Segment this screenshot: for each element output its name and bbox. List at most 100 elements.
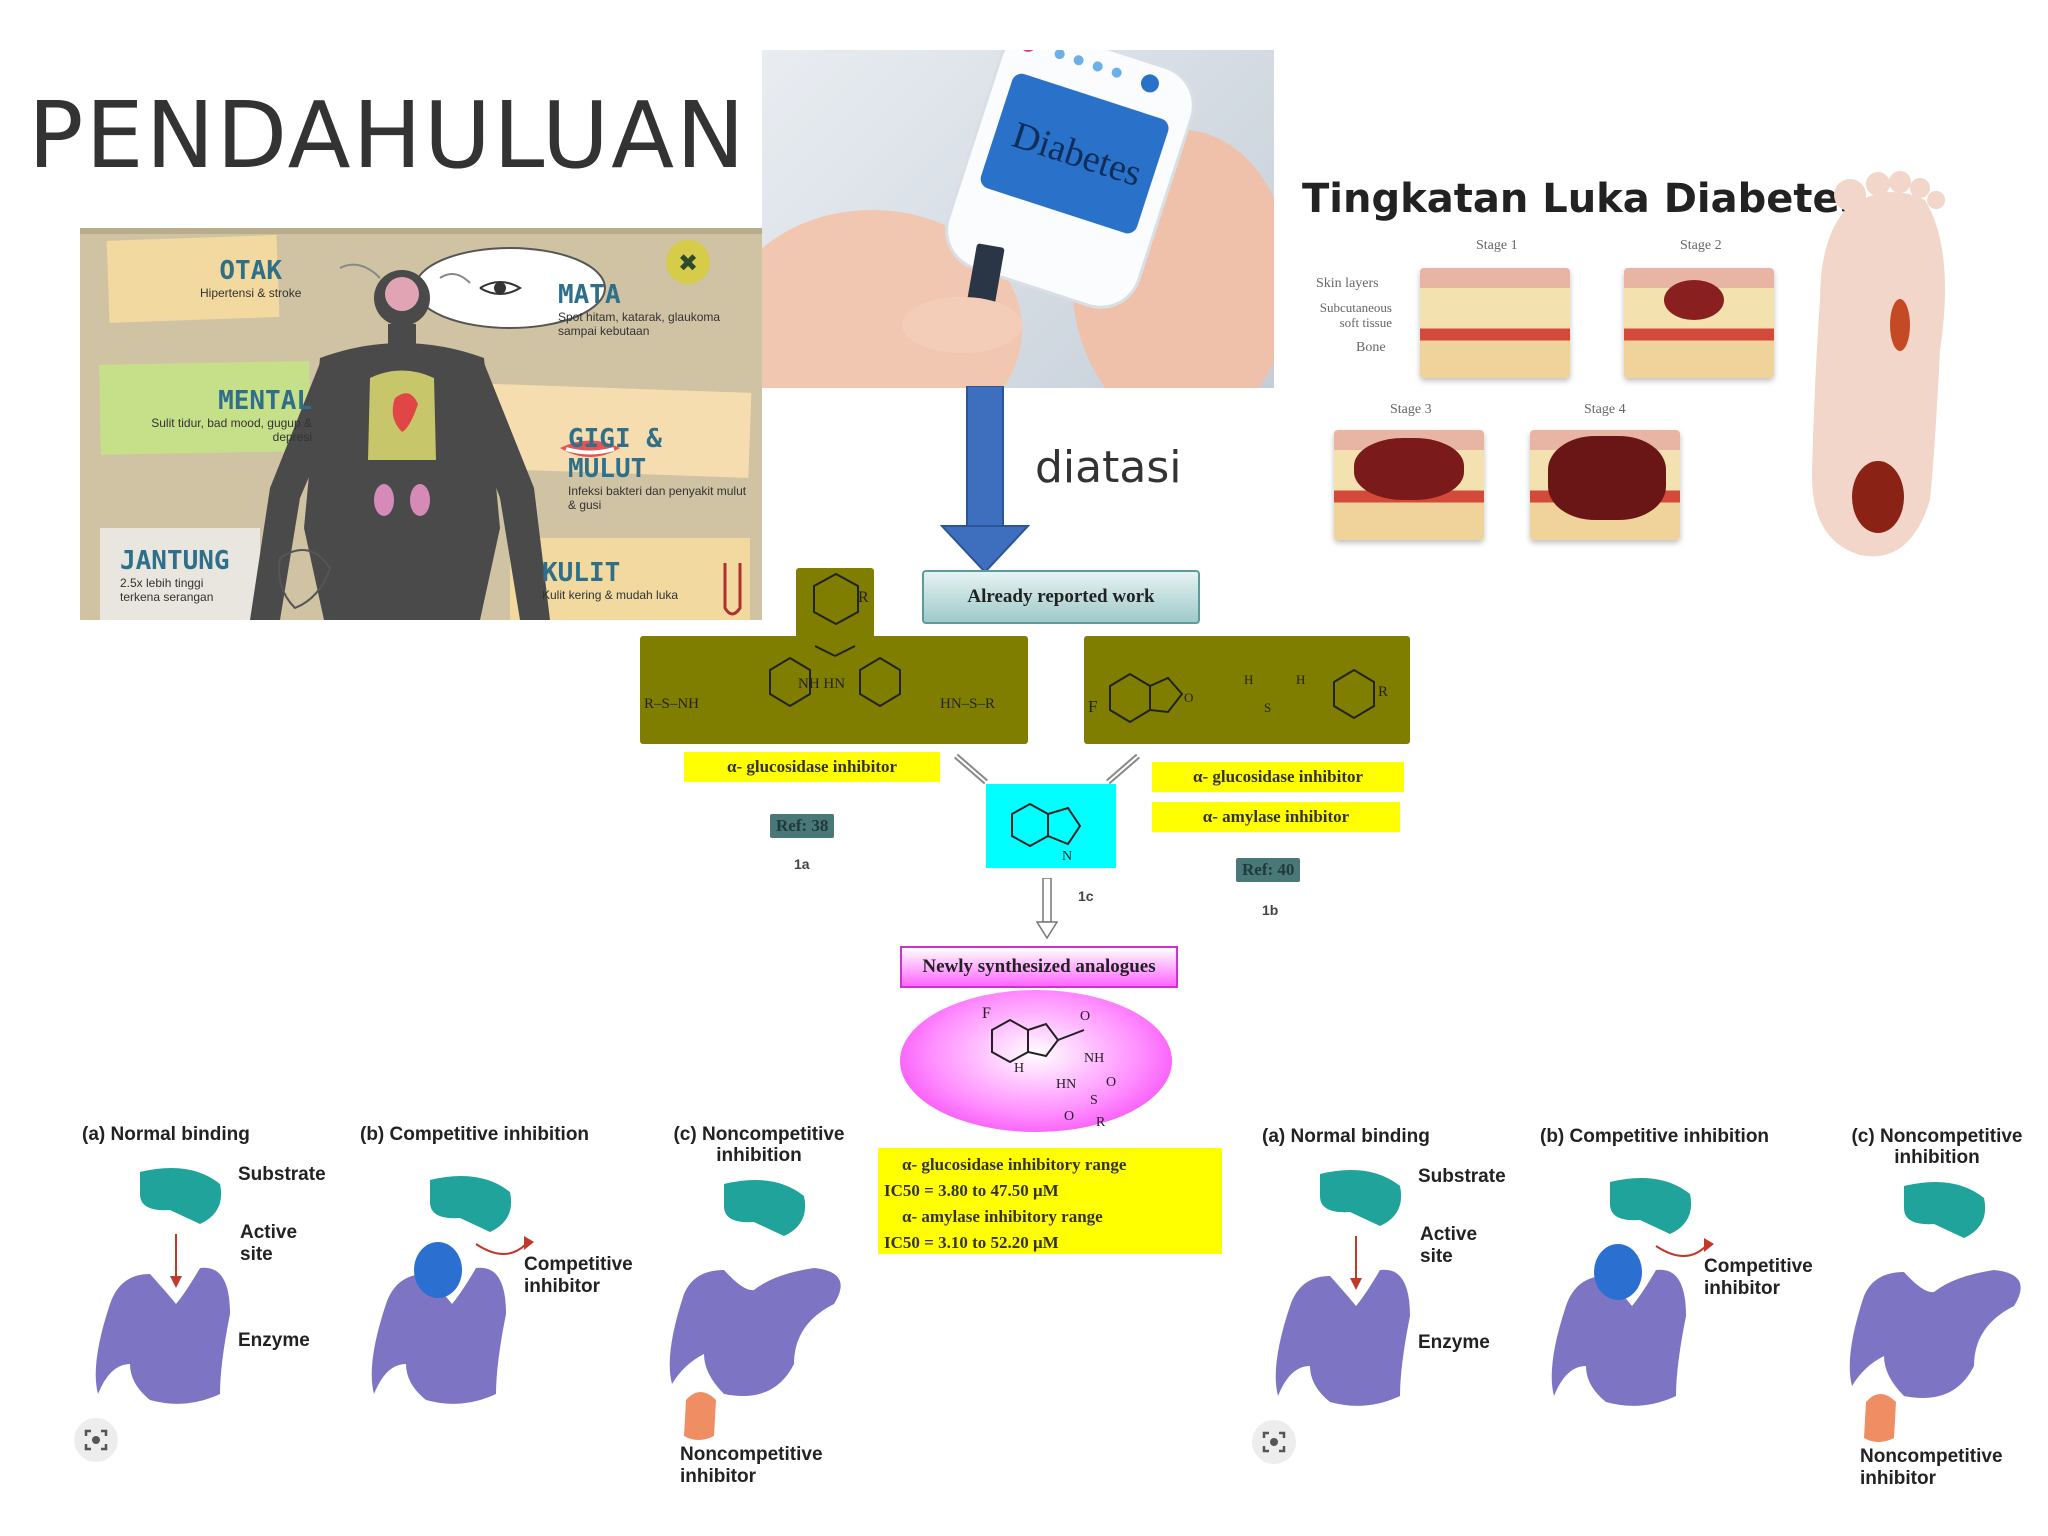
glucose-meter-photo: Diabetes [762, 50, 1274, 388]
wound-stage-1-illustration [1420, 268, 1570, 378]
image-search-button[interactable] [1252, 1420, 1296, 1464]
compound-1c-label: 1c [1078, 888, 1094, 904]
down-open-arrow-icon [1036, 878, 1058, 940]
human-silhouette-illustration: ✖ [80, 228, 762, 620]
slide-title: PENDAHULUAN [28, 82, 747, 189]
normal-binding-illustration [1275, 1170, 1410, 1406]
organ-desc: 2.5x lebih tinggi terkena serangan [120, 576, 214, 604]
panel-b-title: (b) Competitive inhibition [360, 1124, 590, 1145]
phenyl-ring-box: R [796, 568, 874, 638]
stage-label: Stage 1 [1476, 238, 1518, 253]
struct-label: R [1096, 1115, 1106, 1130]
substrate-label: Substrate [238, 1164, 326, 1185]
organ-name: GIGI & MULUT [568, 424, 662, 484]
wound-stages-title: Tingkatan Luka Diabetes [1302, 176, 1864, 222]
struct-label: O [1064, 1109, 1074, 1124]
struct-label: R–S–NH [644, 696, 699, 712]
struct-label: N [1062, 849, 1072, 864]
down-arrow-icon [940, 386, 1030, 574]
lens-icon [84, 1429, 108, 1451]
panel-a-title: (a) Normal binding [82, 1124, 250, 1145]
struct-label: O [1106, 1075, 1116, 1090]
layer-label: Bone [1356, 340, 1386, 355]
competitive-inhibitor-label: Competitive inhibitor [524, 1254, 633, 1297]
struct-label: HN [1056, 1077, 1076, 1092]
compound-1a-label: 1a [794, 856, 810, 872]
normal-binding-illustration [95, 1168, 230, 1404]
enzyme-label: Enzyme [1418, 1332, 1490, 1353]
enzyme-label: Enzyme [238, 1330, 310, 1351]
left-activity-label: α- glucosidase inhibitor [684, 752, 940, 782]
foot-ulcer-illustration [1811, 171, 1945, 557]
struct-label: S [1264, 700, 1271, 715]
bis-indole-structure: NH HN R–S–NH HN–S–R [640, 636, 1028, 744]
left-ref-badge: Ref: 38 [770, 814, 835, 838]
organ-tag-kulit: KULIT Kulit kering & mudah luka [542, 558, 712, 602]
noncompetitive-inhibitor-label: Noncompetitive inhibitor [1860, 1446, 2003, 1489]
panel-a-title: (a) Normal binding [1262, 1126, 1430, 1147]
organ-tag-otak: OTAK Hipertensi & stroke [200, 256, 301, 300]
new-analogues-header: Newly synthesized analogues [900, 946, 1178, 988]
range2-value: IC50 = 3.10 to 52.20 μM [884, 1233, 1059, 1252]
organ-desc: Hipertensi & stroke [200, 286, 302, 300]
struct-label: H [1244, 672, 1253, 687]
organ-name: JANTUNG [120, 546, 230, 576]
organ-name: MENTAL [218, 386, 312, 416]
inhibitory-range-box: α- glucosidase inhibitory range IC50 = 3… [878, 1148, 1222, 1254]
noncompetitive-inhibition-illustration [669, 1180, 841, 1440]
organ-tag-mental: MENTAL Sulit tidur, bad mood, gugup & de… [132, 386, 312, 444]
wound-stage-2-illustration [1624, 268, 1774, 378]
organ-name: KULIT [542, 558, 621, 588]
indole-core-box: N [986, 784, 1116, 868]
struct-label: R [1378, 684, 1388, 700]
range1-title: α- glucosidase inhibitory range [902, 1155, 1127, 1174]
organ-tag-mata: MATA Spot hitam, katarak, glaukoma sampa… [558, 280, 758, 338]
struct-label: O [1080, 1009, 1090, 1024]
competitive-inhibition-illustration [371, 1176, 534, 1404]
organ-desc: Kulit kering & mudah luka [542, 588, 679, 602]
struct-label: S [1090, 1093, 1098, 1108]
competitive-inhibitor-label: Competitive inhibitor [1704, 1256, 1813, 1299]
stage-label: Stage 2 [1680, 238, 1722, 253]
active-site-label: Active site [240, 1222, 298, 1265]
organ-desc: Spot hitam, katarak, glaukoma sampai keb… [558, 310, 721, 338]
struct-label: R [858, 589, 869, 606]
organ-tag-gigi-mulut: GIGI & MULUT Infeksi bakteri dan penyaki… [568, 424, 748, 512]
active-site-label: Active site [1420, 1224, 1478, 1267]
panel-c-title: (c) Noncompetitive inhibition [1851, 1126, 2023, 1168]
struct-label: H [1296, 672, 1305, 687]
close-icon: ✖ [678, 249, 698, 277]
already-reported-header: Already reported work [922, 570, 1200, 624]
open-arrows-icon [954, 753, 1140, 785]
body-complications-infographic: ✖ OTAK Hipertensi & stroke MATA Spot hit… [80, 228, 762, 620]
lens-icon [1262, 1431, 1286, 1453]
organ-desc: Infeksi bakteri dan penyakit mulut & gus… [568, 484, 747, 512]
struct-label: F [1088, 697, 1097, 716]
right-activity-1-label: α- glucosidase inhibitor [1152, 762, 1404, 792]
panel-c-title: (c) Noncompetitive inhibition [673, 1124, 845, 1166]
struct-label: H [1014, 1061, 1024, 1076]
layer-label: Skin layers [1316, 276, 1379, 291]
noncompetitive-inhibition-illustration [1849, 1182, 2021, 1442]
stage-label: Stage 4 [1584, 402, 1626, 417]
organ-tag-jantung: JANTUNG 2.5x lebih tinggi terkena serang… [120, 546, 240, 604]
organ-name: OTAK [219, 256, 282, 286]
image-search-button[interactable] [74, 1418, 118, 1462]
stage-label: Stage 3 [1390, 402, 1432, 417]
right-activity-2-label: α- amylase inhibitor [1152, 802, 1400, 832]
substrate-label: Substrate [1418, 1166, 1506, 1187]
wound-stage-4-illustration [1530, 430, 1680, 540]
organ-desc: Sulit tidur, bad mood, gugup & depresi [151, 416, 312, 444]
struct-label: NH HN [798, 676, 845, 692]
struct-label: O [1184, 690, 1193, 705]
competitive-inhibition-illustration [1551, 1178, 1714, 1406]
arrow-label: diatasi [1035, 442, 1182, 493]
right-ref-badge: Ref: 40 [1236, 858, 1301, 882]
range1-value: IC50 = 3.80 to 47.50 μM [884, 1181, 1059, 1200]
wound-stage-3-illustration [1334, 430, 1484, 540]
layer-label: Subcutaneous soft tissue [1319, 300, 1392, 330]
struct-label: HN–S–R [940, 696, 995, 712]
struct-label: NH [1084, 1051, 1104, 1066]
compound-1b-label: 1b [1262, 902, 1279, 918]
indole-thiosemicarbazide-structure: F O H H S R [1084, 636, 1410, 744]
